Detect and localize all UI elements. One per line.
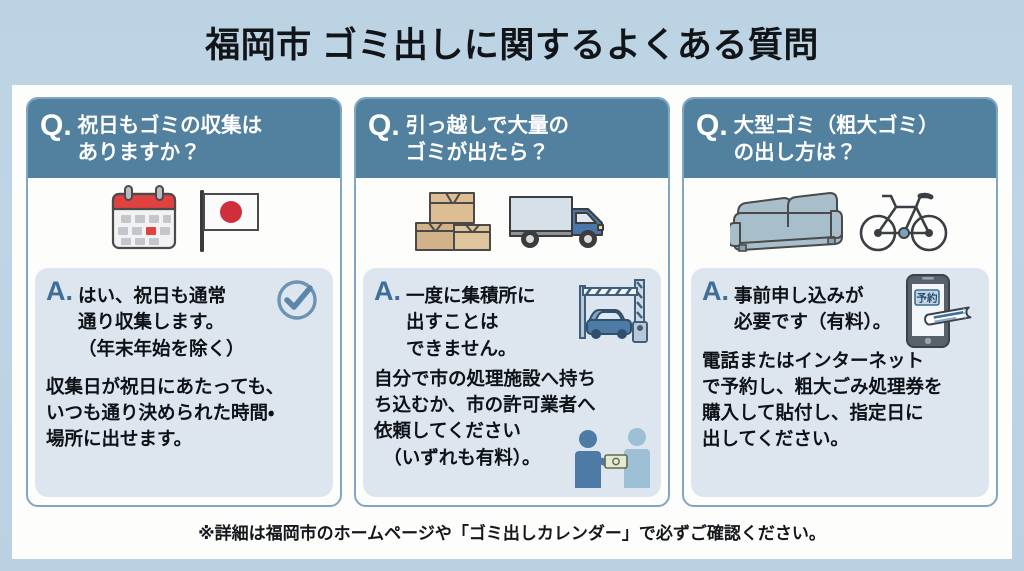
question-header: Q. 大型ゴミ（粗大ゴミ） の出し方は？	[684, 99, 996, 179]
calendar-icon	[103, 184, 185, 261]
question-header: Q. 祝日もゴミの収集は ありますか？	[28, 99, 340, 179]
answer-label: A.	[702, 276, 729, 307]
question-text: 引っ越しで大量の ゴミが出たら？	[405, 114, 570, 165]
question-label: Q.	[40, 109, 72, 142]
car-gate-icon	[577, 274, 653, 355]
question-label: Q.	[368, 109, 400, 142]
sofa-icon	[728, 183, 848, 262]
bicycle-icon	[858, 183, 950, 262]
phone-screen-label: 予約	[917, 292, 938, 305]
japan-flag-icon	[195, 184, 265, 261]
question-text: 祝日もゴミの収集は ありますか？	[77, 114, 263, 165]
answer-lead-text: 事前申し込みが 必要です（有料）。	[734, 285, 892, 333]
illustration-strip	[684, 178, 996, 265]
answer-body-text: 自分で市の処理施設へ持ち ち込むか、市の許可業者へ 依頼してください （いずれも…	[374, 367, 597, 468]
moving-truck-icon	[506, 183, 614, 262]
answer-body-text: 電話またはインターネット で予約し、粗大ごみ処理券を 購入して貼付し、指定日に …	[702, 349, 943, 450]
answer-body-text: 収集日が祝日にあたっても、 いつも通り決められた時間・ 場所に出せます。	[46, 375, 285, 450]
illustration-strip	[28, 178, 340, 265]
faq-card-holiday-collection: Q. 祝日もゴミの収集は ありますか？	[26, 97, 342, 507]
footer-note-bar: ※詳細は福岡市のホームページや「ゴミ出しカレンダー」で必ずご確認ください。	[26, 507, 998, 555]
faq-card-oversized-waste: Q. 大型ゴミ（粗大ゴミ） の出し方は？	[682, 97, 998, 507]
cardboard-boxes-icon	[410, 183, 496, 262]
faq-card-moving-bulk-waste: Q. 引っ越しで大量の ゴミが出たら？	[354, 97, 670, 507]
question-label: Q.	[696, 109, 728, 142]
content-sheet: Q. 祝日もゴミの収集は ありますか？	[12, 85, 1012, 559]
answer-box: 予約 A. 事前申し込みが 必要です（有料）。	[691, 268, 989, 497]
question-text: 大型ゴミ（粗大ゴミ） の出し方は？	[733, 114, 939, 165]
answer-lead-text: はい、祝日も通常 通り収集します。 （年末年始を除く）	[78, 285, 245, 359]
page-title-bar: 福岡市 ゴミ出しに関するよくある質問	[0, 0, 1024, 85]
faq-columns: Q. 祝日もゴミの収集は ありますか？	[26, 97, 998, 507]
check-circle-icon	[273, 276, 321, 329]
smartphone-ticket-icon: 予約	[893, 272, 979, 357]
footer-note: ※詳細は福岡市のホームページや「ゴミ出しカレンダー」で必ずご確認ください。	[198, 523, 826, 543]
illustration-strip	[356, 178, 668, 265]
answer-label: A.	[46, 276, 73, 307]
question-header: Q. 引っ越しで大量の ゴミが出たら？	[356, 99, 668, 179]
handshake-money-icon	[571, 428, 655, 495]
page-title: 福岡市 ゴミ出しに関するよくある質問	[205, 26, 819, 65]
answer-lead-text: 一度に集積所に 出すことは できません。	[406, 285, 536, 359]
answer-label: A.	[374, 276, 401, 307]
answer-box: A. 一度に集積所に 出すことは できません。 自分で市の処理施設へ持ち ち込む…	[363, 268, 661, 497]
answer-box: A. はい、祝日も通常 通り収集します。 （年末年始を除く） 収集日が祝日にあた…	[35, 268, 333, 497]
